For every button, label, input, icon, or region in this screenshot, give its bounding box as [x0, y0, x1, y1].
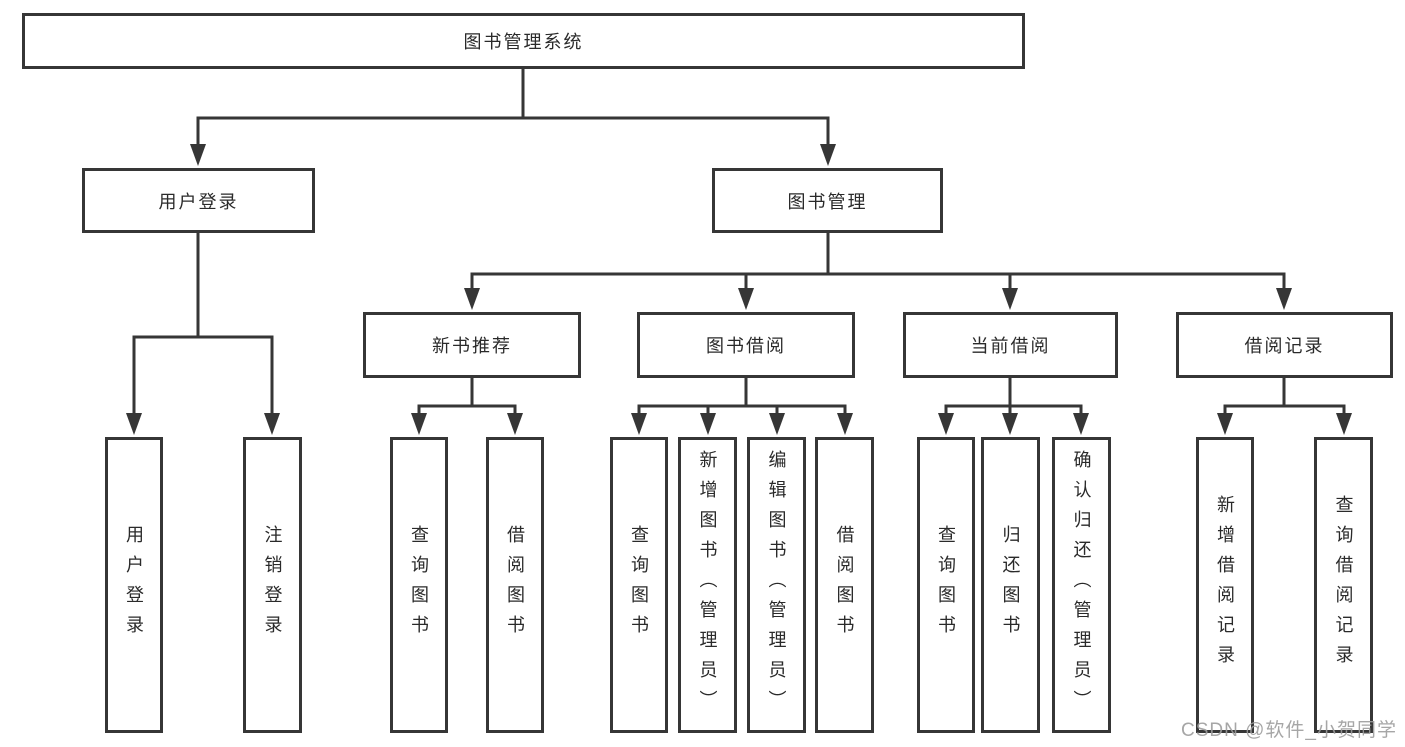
- leaf-label: 编辑图书（管理员）: [766, 450, 787, 720]
- leaf-query-books-3: 查询图书: [917, 437, 975, 733]
- node-label: 图书借阅: [706, 336, 786, 356]
- leaf-add-book-admin: 新增图书（管理员）: [678, 437, 737, 733]
- node-label: 图书管理: [787, 191, 868, 212]
- node-book-borrowing: 图书借阅: [637, 312, 855, 378]
- csdn-watermark: CSDN @软件_小贺同学: [1181, 720, 1397, 741]
- leaf-add-borrow-record: 新增借阅记录: [1196, 437, 1254, 733]
- node-new-book-recommendation: 新书推荐: [363, 312, 581, 378]
- leaf-label: 新增图书（管理员）: [697, 450, 718, 720]
- leaf-edit-book-admin: 编辑图书（管理员）: [747, 437, 806, 733]
- leaf-label: 新增借阅记录: [1215, 495, 1235, 675]
- node-borrowing-records: 借阅记录: [1176, 312, 1393, 378]
- node-library-management-system: 图书管理系统: [22, 13, 1025, 69]
- leaf-label: 借阅图书: [834, 525, 855, 645]
- node-label: 当前借阅: [970, 336, 1051, 356]
- leaf-query-books-2: 查询图书: [610, 437, 668, 733]
- leaf-label: 用户登录: [124, 525, 144, 645]
- leaf-label: 确认归还（管理员）: [1071, 450, 1092, 720]
- leaf-query-borrow-record: 查询借阅记录: [1314, 437, 1373, 733]
- leaf-user-login: 用户登录: [105, 437, 163, 733]
- leaf-label: 注销登录: [262, 525, 283, 645]
- node-label: 图书管理系统: [463, 32, 584, 52]
- leaf-label: 查询图书: [936, 525, 956, 645]
- leaf-logout: 注销登录: [243, 437, 302, 733]
- node-current-borrowing: 当前借阅: [903, 312, 1118, 378]
- node-user-login: 用户登录: [82, 168, 315, 233]
- node-book-management: 图书管理: [712, 168, 943, 233]
- node-label: 用户登录: [158, 191, 239, 212]
- leaf-return-book: 归还图书: [981, 437, 1040, 733]
- leaf-borrow-books: 借阅图书: [486, 437, 544, 733]
- leaf-label: 查询借阅记录: [1333, 495, 1354, 675]
- node-label: 借阅记录: [1244, 336, 1325, 356]
- leaf-label: 查询图书: [629, 525, 649, 645]
- node-label: 新书推荐: [432, 336, 512, 356]
- leaf-confirm-return-admin: 确认归还（管理员）: [1052, 437, 1111, 733]
- leaf-label: 查询图书: [409, 525, 429, 645]
- leaf-borrow-books-2: 借阅图书: [815, 437, 874, 733]
- leaf-query-books: 查询图书: [390, 437, 448, 733]
- leaf-label: 归还图书: [1000, 525, 1021, 645]
- leaf-label: 借阅图书: [505, 525, 525, 645]
